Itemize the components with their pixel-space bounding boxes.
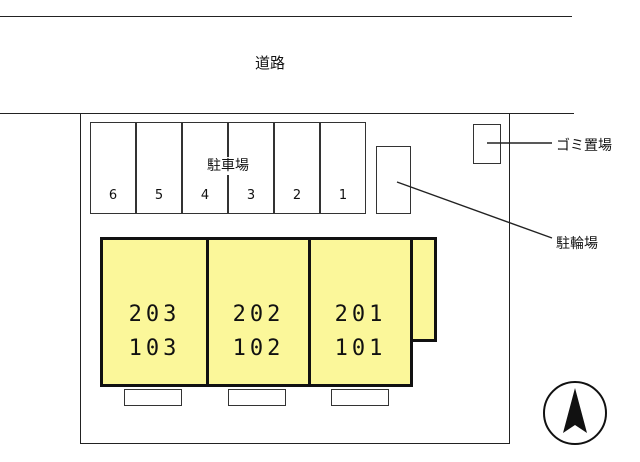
parking-slot-number: 6 — [108, 188, 118, 203]
parking-label: 駐車場 — [190, 157, 266, 175]
unit-lower-number: 101 — [334, 336, 387, 361]
parking-slot-number: 3 — [246, 188, 256, 203]
parking-slot-number: 1 — [338, 188, 348, 203]
trash-area-label: ゴミ置場 — [556, 138, 612, 154]
bicycle-parking — [376, 146, 411, 214]
unit-lower-number: 102 — [232, 336, 285, 361]
parking-slot-5: 5 — [136, 122, 182, 214]
unit-upper-number: 203 — [128, 302, 181, 327]
site-boundary — [80, 114, 510, 444]
parking-slot-number: 5 — [154, 188, 164, 203]
parking-slot-6: 6 — [90, 122, 136, 214]
parking-slot-1: 1 — [320, 122, 366, 214]
unit-lower-number: 103 — [128, 336, 181, 361]
trash-area — [473, 124, 501, 164]
bicycle-parking-label: 駐輪場 — [556, 236, 598, 252]
parking-lot: 6 5 4 3 2 1 — [90, 122, 366, 214]
north-arrow-icon — [543, 381, 607, 445]
unit-upper-number: 201 — [334, 302, 387, 327]
road-label: 道路 — [254, 54, 285, 72]
parking-slot-2: 2 — [274, 122, 320, 214]
step-202-102 — [228, 389, 286, 406]
road-top-edge — [0, 16, 572, 17]
building-annex — [410, 237, 437, 342]
unit-block-202-102: 202 102 — [206, 237, 311, 387]
unit-upper-number: 202 — [232, 302, 285, 327]
unit-block-201-101: 201 101 — [308, 237, 413, 387]
step-203-103 — [124, 389, 182, 406]
road-bottom-edge — [0, 113, 574, 114]
step-201-101 — [331, 389, 389, 406]
unit-block-203-103: 203 103 — [100, 237, 209, 387]
parking-slot-number: 2 — [292, 188, 302, 203]
parking-slot-number: 4 — [200, 188, 210, 203]
bicycle-callout-line — [396, 181, 553, 239]
